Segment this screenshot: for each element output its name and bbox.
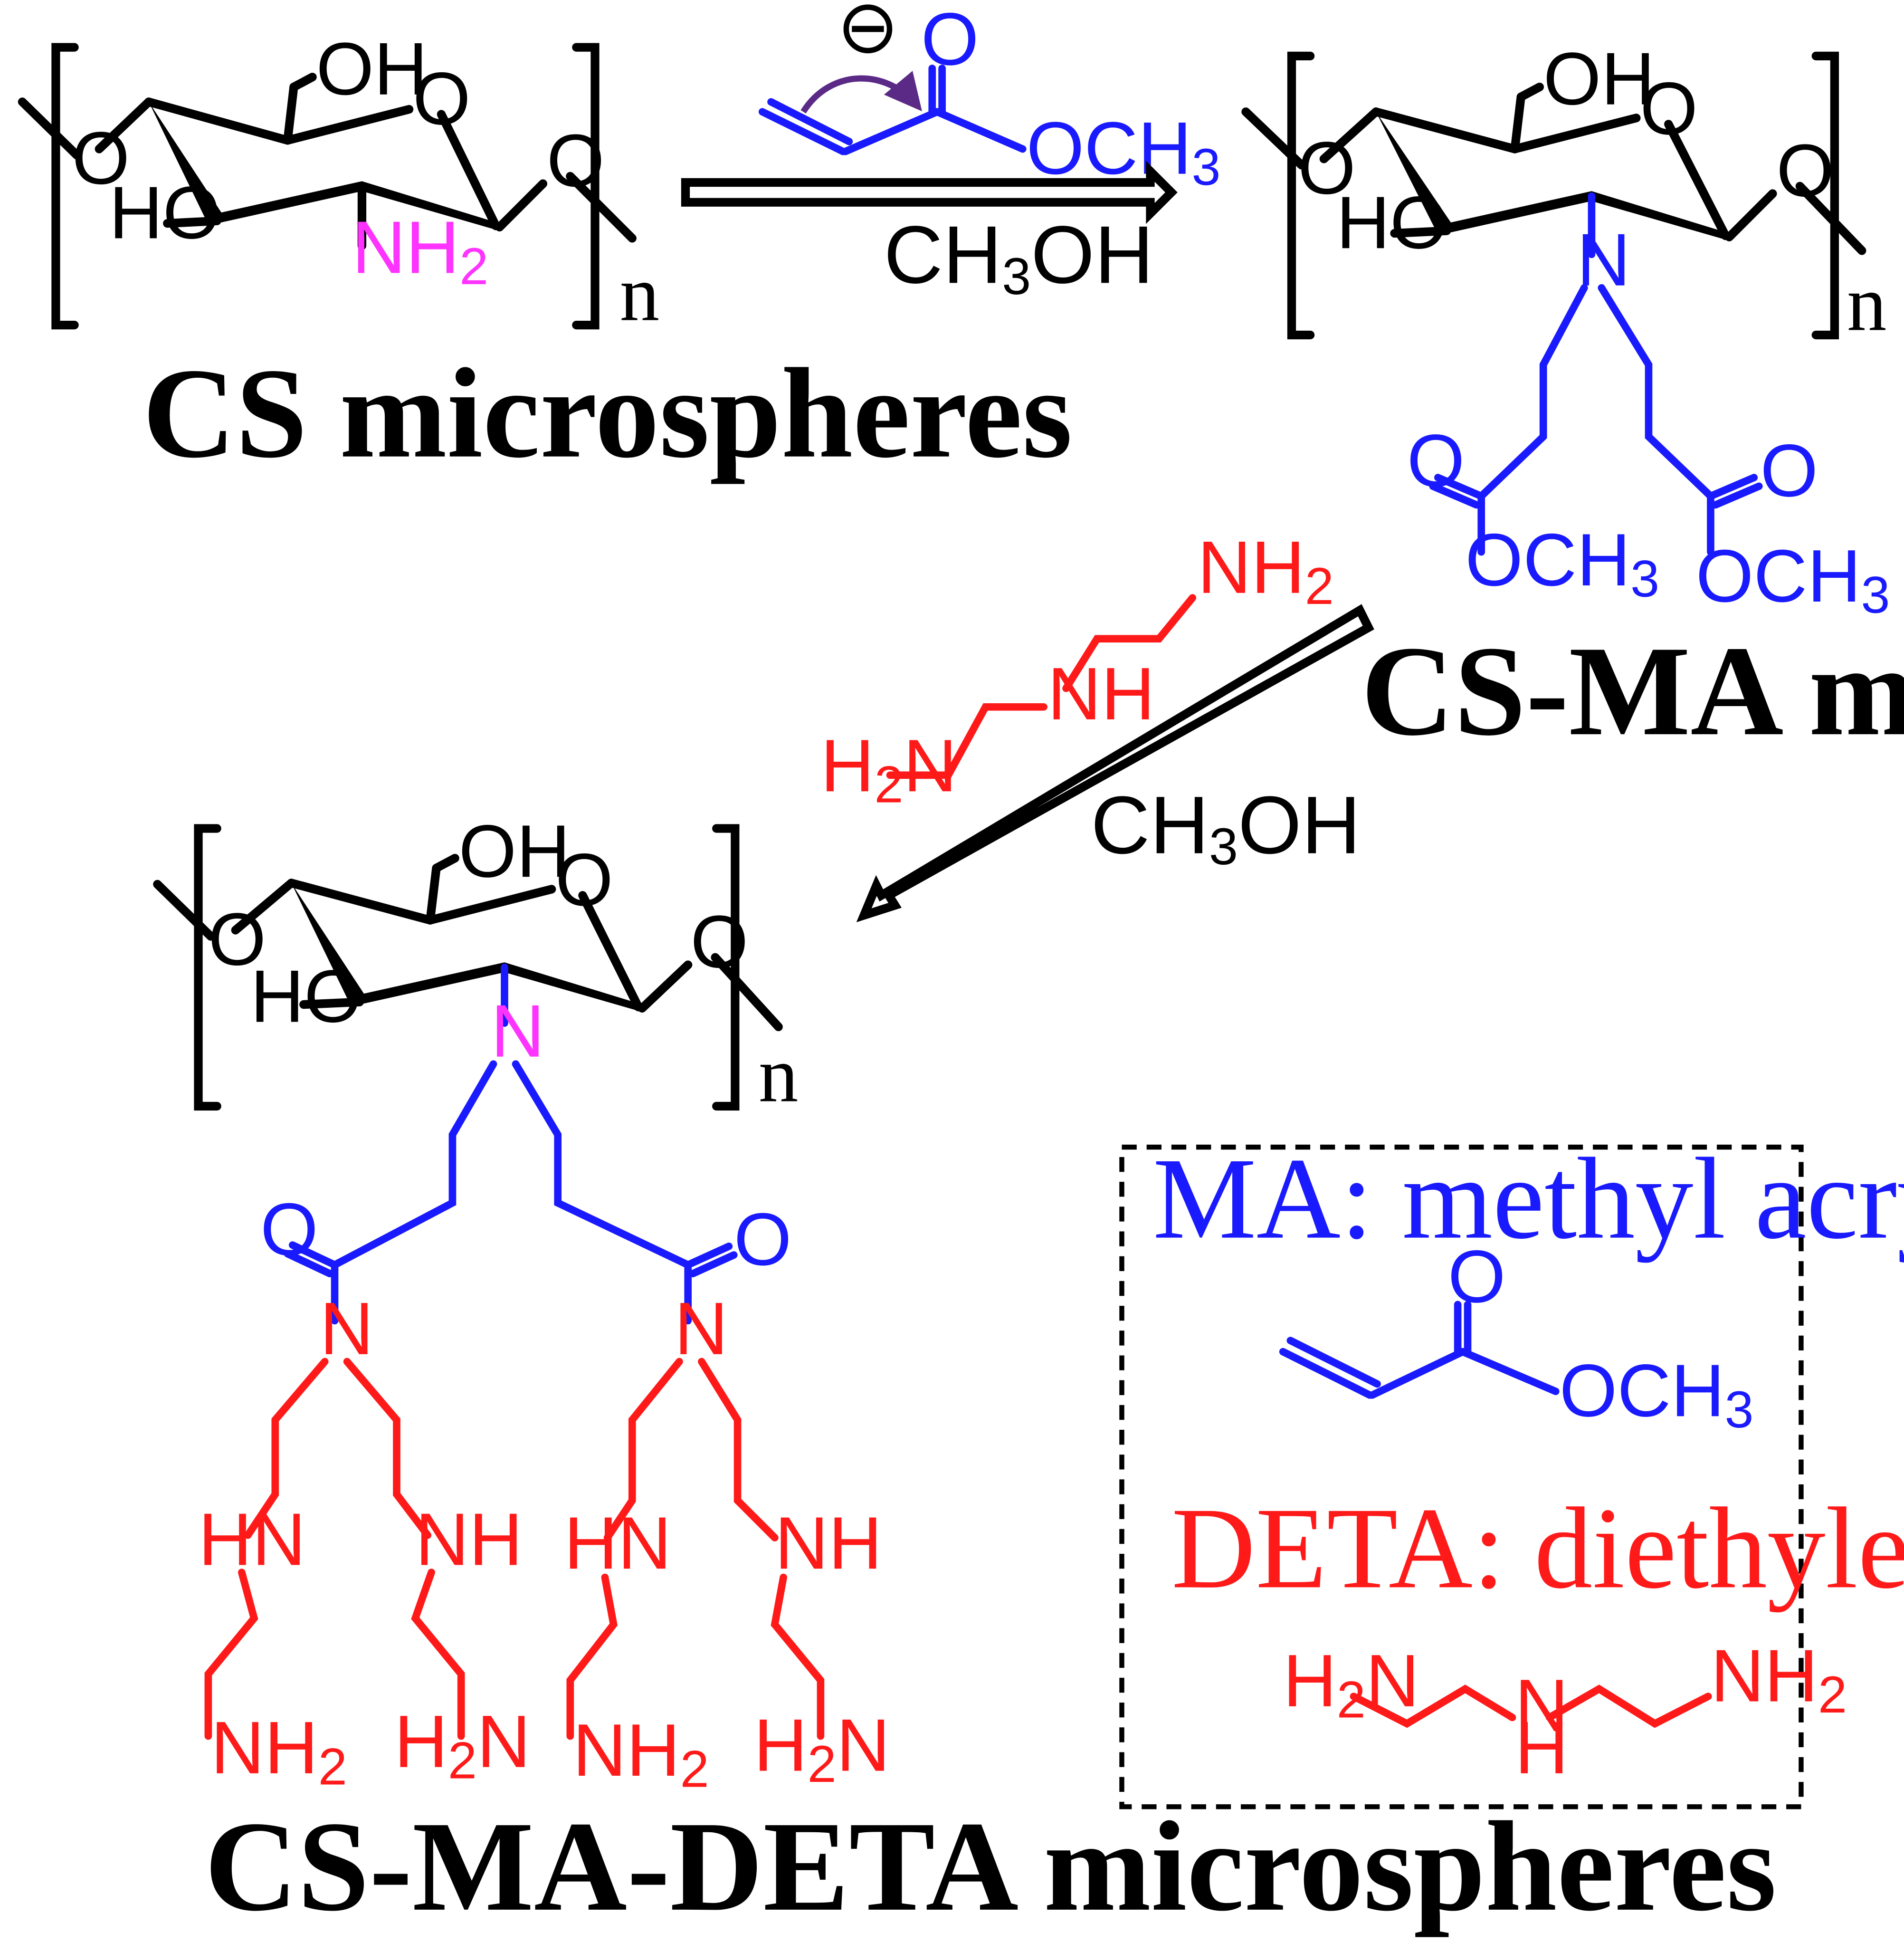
legend-ma: MA: methyl acrylate bbox=[1153, 1134, 1904, 1263]
deta-nh2-2-sub: 2 bbox=[680, 1741, 709, 1799]
deta-mid-h2n-n: N bbox=[903, 724, 957, 807]
deta-nh2-2-main: NH bbox=[573, 1709, 680, 1792]
csma-ho: HO bbox=[1336, 181, 1448, 264]
och3-main: OCH bbox=[1027, 107, 1192, 190]
csma-ring-o: O bbox=[1640, 67, 1698, 150]
cs-structure: OH O O O HO NH2 n bbox=[18, 28, 659, 338]
deta-ring-ho: HO bbox=[250, 955, 362, 1038]
bracket-left bbox=[51, 43, 79, 330]
legend-deta-h2n-h: H bbox=[1283, 1639, 1337, 1722]
csma-structure: OH O O O HO N n O O OCH3 OCH3 bbox=[1241, 38, 1890, 624]
deta-ring-o: O bbox=[555, 838, 613, 921]
deta-h2n-1: H2N bbox=[394, 1700, 531, 1789]
deta-nh2-1: NH2 bbox=[211, 1706, 347, 1796]
solvent1-ch: CH bbox=[884, 209, 1002, 300]
atom-ring-o: O bbox=[413, 57, 471, 140]
csma-och3-right-sub: 3 bbox=[1861, 566, 1890, 624]
csma-o-left-carbonyl: O bbox=[1407, 419, 1465, 502]
csma-och3-right: OCH3 bbox=[1696, 535, 1890, 624]
csma-o-right-carbonyl: O bbox=[1760, 429, 1818, 512]
deta-hn-2: HN bbox=[564, 1502, 671, 1585]
atom-ho: HO bbox=[109, 171, 221, 254]
solvent-2: CH3OH bbox=[1091, 780, 1361, 876]
deta-nh2-1-main: NH bbox=[211, 1706, 318, 1789]
legend-box: MA: methyl acrylate O OCH3 DETA: diethyl… bbox=[1119, 1134, 1904, 1809]
deta-h2n-2-sub: 2 bbox=[808, 1735, 837, 1793]
deta-mid-nh2-main: NH bbox=[1198, 526, 1305, 609]
csma-o-right: O bbox=[1776, 129, 1834, 212]
csma-o-left: O bbox=[1298, 126, 1356, 210]
deta-o-left-carbonyl: O bbox=[260, 1188, 318, 1271]
csma-och3-left-main: OCH bbox=[1465, 518, 1630, 602]
bracket-right bbox=[572, 43, 600, 330]
solvent1-sub: 3 bbox=[1002, 248, 1031, 306]
deta-nh2-2: NH2 bbox=[573, 1709, 709, 1798]
solvent1-oh: OH bbox=[1031, 209, 1153, 300]
deta-h2n-2-h: H bbox=[754, 1704, 808, 1787]
deta-ring-n: N bbox=[491, 990, 544, 1073]
deta-ring-o-left: O bbox=[208, 898, 266, 981]
reagent-deta-mid: NH2 NH H2N bbox=[820, 526, 1333, 814]
deta-mid-nh: NH bbox=[1047, 652, 1155, 736]
legend-deta-nh2: NH2 bbox=[1711, 1634, 1847, 1723]
solvent2-sub: 3 bbox=[1209, 818, 1238, 876]
atom-o-right: O bbox=[547, 119, 605, 202]
csma-och3-left-sub: 3 bbox=[1630, 550, 1659, 608]
repeat-n: n bbox=[620, 250, 659, 338]
solvent-1: CH3OH bbox=[884, 209, 1153, 305]
legend-ma-och3-sub: 3 bbox=[1724, 1381, 1753, 1439]
ma-carbonyl-o: O bbox=[921, 0, 979, 81]
csma-oh: OH bbox=[1543, 38, 1655, 121]
deta-mid-nh2-sub: 2 bbox=[1305, 557, 1334, 615]
deta-h2n-2-n: N bbox=[837, 1704, 890, 1787]
deta-h2n-2: H2N bbox=[754, 1704, 890, 1793]
deta-o-right-carbonyl: O bbox=[734, 1198, 792, 1281]
legend-deta-h: H bbox=[1515, 1706, 1569, 1789]
legend-deta-nh2-sub: 2 bbox=[1818, 1666, 1847, 1724]
deta-hn-1: HN bbox=[199, 1498, 306, 1581]
och3-sub: 3 bbox=[1191, 138, 1220, 196]
deta-mid-h2n: H2N bbox=[820, 724, 957, 813]
deta-ring-oh: OH bbox=[458, 810, 570, 893]
deta-ring-o-right: O bbox=[690, 900, 748, 984]
deta-nh-2: NH bbox=[775, 1502, 882, 1585]
csma-och3-right-main: OCH bbox=[1696, 535, 1861, 618]
legend-ma-o: O bbox=[1448, 1235, 1506, 1318]
legend-deta-n: N bbox=[1515, 1664, 1569, 1747]
deta-mid-nh2: NH2 bbox=[1198, 526, 1334, 615]
deta-mid-h2n-sub: 2 bbox=[874, 756, 903, 814]
solvent2-ch: CH bbox=[1091, 780, 1209, 871]
deta-nh2-1-sub: 2 bbox=[318, 1738, 347, 1796]
reaction-arrow-2 bbox=[856, 604, 1374, 922]
label-csma: CS-MA microspheres bbox=[1361, 619, 1904, 762]
ma-och3: OCH3 bbox=[1027, 107, 1221, 196]
legend-deta: DETA: diethylenetriamine bbox=[1171, 1483, 1904, 1613]
csma-och3-left: OCH3 bbox=[1465, 518, 1659, 608]
deta-h2n-1-sub: 2 bbox=[448, 1732, 477, 1789]
legend-ma-och3-main: OCH bbox=[1560, 1349, 1725, 1432]
deta-n-left: N bbox=[320, 1287, 373, 1370]
nh2-sub: 2 bbox=[459, 238, 488, 296]
legend-deta-nh2-main: NH bbox=[1711, 1634, 1818, 1717]
label-csmadeta: CS-MA-DETA microspheres bbox=[205, 1795, 1777, 1938]
atom-oh: OH bbox=[316, 28, 428, 111]
nh2-main: NH bbox=[352, 206, 459, 289]
label-cs: CS microspheres bbox=[143, 342, 1072, 485]
reaction-arrow-1 bbox=[681, 161, 1178, 224]
deta-repeat-n: n bbox=[759, 1031, 799, 1119]
charge-symbol: ⊖ bbox=[837, 0, 899, 68]
deta-nh-1: NH bbox=[415, 1498, 523, 1581]
csmadeta-structure: OH O O O HO N n O O N N HN NH NH2 H2N HN… bbox=[153, 810, 890, 1799]
atom-o-left: O bbox=[72, 117, 130, 200]
deta-mid-h2n-h: H bbox=[820, 724, 874, 807]
deta-h2n-1-h: H bbox=[394, 1700, 448, 1783]
legend-ma-och3: OCH3 bbox=[1560, 1349, 1754, 1438]
deta-n-right: N bbox=[675, 1287, 728, 1370]
reagent-ma-top: ⊖ O OCH3 bbox=[758, 0, 1221, 196]
solvent2-oh: OH bbox=[1238, 780, 1361, 871]
deta-h2n-1-n: N bbox=[477, 1700, 531, 1783]
csma-repeat-n: n bbox=[1847, 260, 1887, 348]
atom-nh2: NH2 bbox=[352, 206, 488, 295]
